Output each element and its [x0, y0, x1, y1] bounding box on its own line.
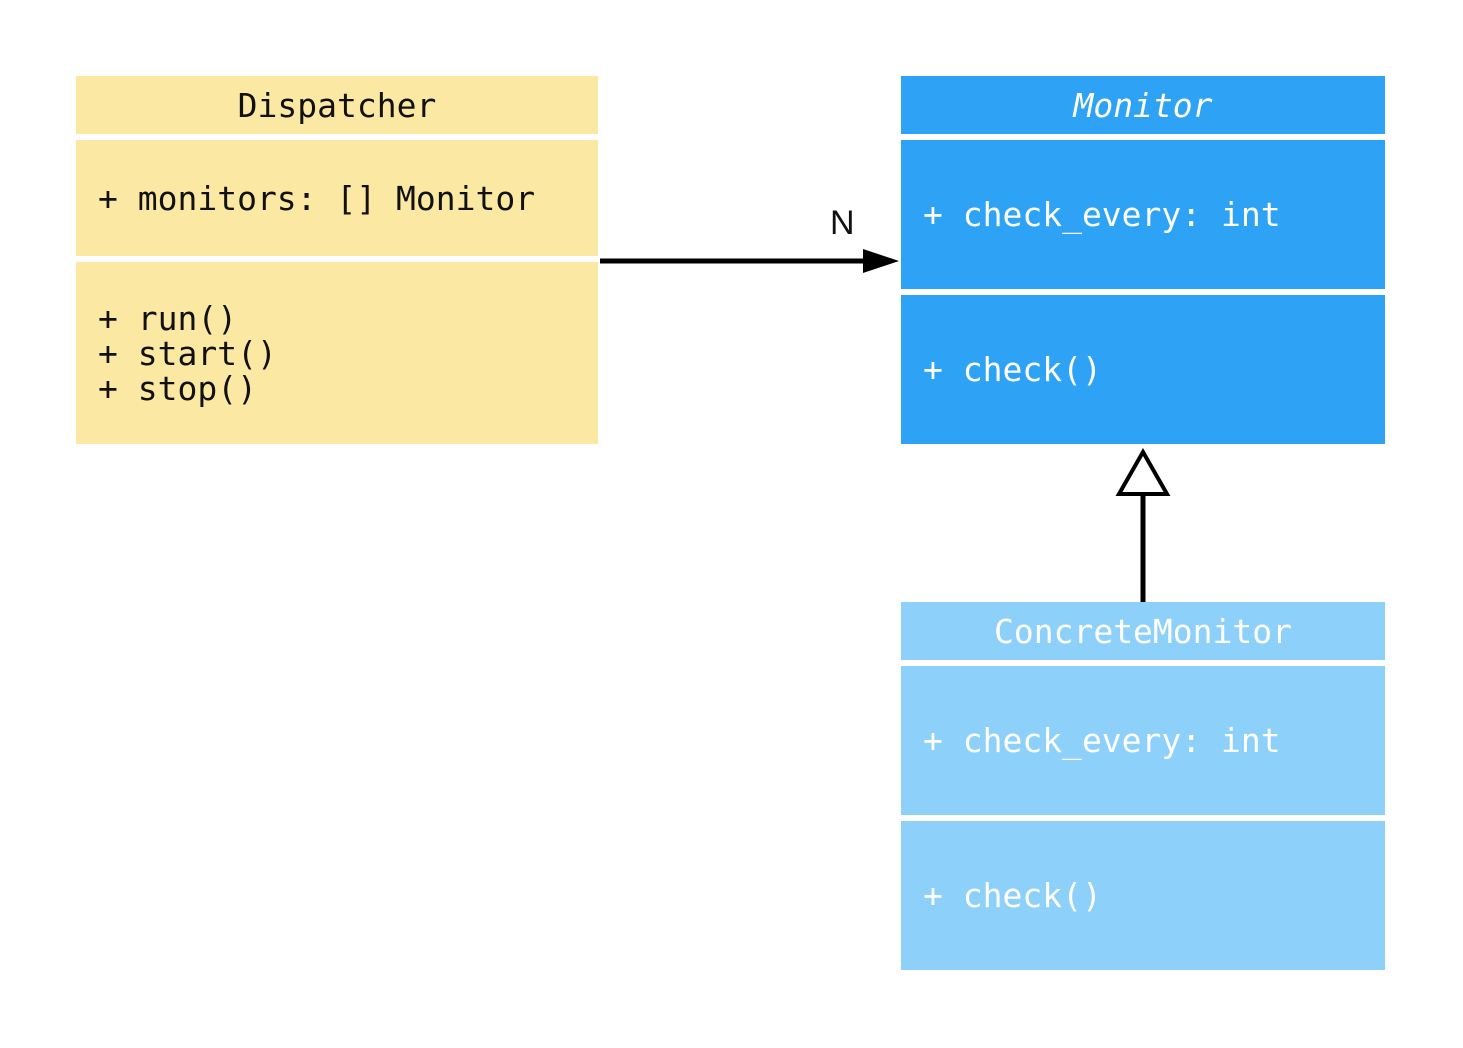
class-name-label: Dispatcher	[237, 85, 437, 125]
attribute-item: + check_every: int	[923, 195, 1281, 234]
class-title-dispatcher: Dispatcher	[76, 76, 598, 134]
class-box-dispatcher: Dispatcher + monitors: [] Monitor + run(…	[76, 76, 598, 444]
inheritance-triangle-icon	[1115, 447, 1171, 496]
method-item: + check()	[923, 876, 1102, 915]
association-arrowhead-icon	[863, 249, 899, 273]
class-box-monitor: Monitor + check_every: int + check()	[901, 76, 1385, 444]
class-name-label: ConcreteMonitor	[993, 611, 1292, 651]
class-box-concrete-monitor: ConcreteMonitor + check_every: int + che…	[901, 602, 1385, 970]
class-methods-concrete-monitor: + check()	[901, 821, 1385, 970]
method-item: + stop()	[98, 368, 257, 408]
association-multiplicity-label: N	[830, 204, 855, 242]
class-methods-monitor: + check()	[901, 295, 1385, 444]
class-attributes-monitor: + check_every: int	[901, 140, 1385, 289]
class-title-concrete-monitor: ConcreteMonitor	[901, 602, 1385, 660]
method-item: + start()	[98, 333, 277, 373]
class-title-monitor: Monitor	[901, 76, 1385, 134]
class-attributes-concrete-monitor: + check_every: int	[901, 666, 1385, 815]
class-methods-dispatcher: + run() + start() + stop()	[76, 262, 598, 444]
method-item: + check()	[923, 350, 1102, 389]
attribute-item: + monitors: [] Monitor	[98, 178, 536, 218]
attribute-item: + check_every: int	[923, 721, 1281, 760]
method-item: + run()	[98, 298, 238, 338]
class-name-label: Monitor	[1073, 85, 1213, 125]
class-attributes-dispatcher: + monitors: [] Monitor	[76, 140, 598, 256]
